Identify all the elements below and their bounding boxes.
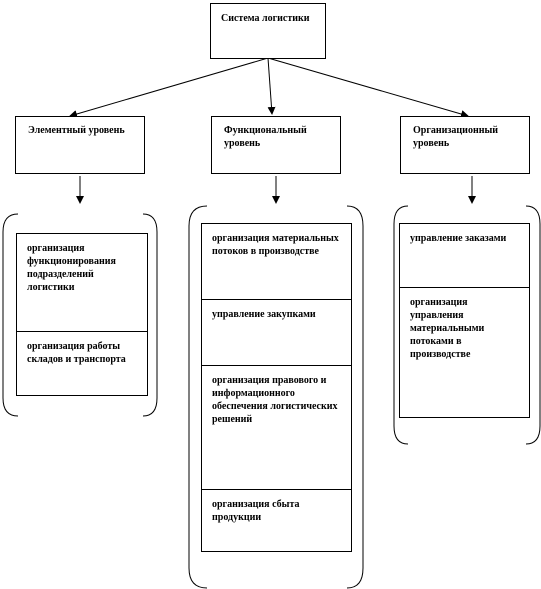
level-3-item-text: организация управления материальными пот…: [410, 297, 485, 360]
level-3-title-box: Организационный уровень: [400, 116, 530, 174]
arrow-root-to-level-1: [69, 57, 269, 118]
group-3-left-bracket: [393, 205, 409, 445]
group-2-left-bracket: [188, 205, 208, 589]
root-node: Система логистики: [210, 3, 326, 59]
level-1-title: Элементный уровень: [28, 125, 125, 136]
level-1-item-text: организация работы складов и транспорта: [27, 341, 126, 365]
level-3-item-text: управление заказами: [410, 233, 507, 244]
level-2-title: Функциональный уровень: [224, 125, 307, 149]
group-1-right-bracket: [142, 213, 158, 417]
level-1-item: организация функционирования подразделен…: [17, 234, 147, 331]
level-3-item: организация управления материальными пот…: [400, 287, 529, 419]
level-2-item: организация материальных потоков в произ…: [202, 224, 351, 299]
level-3-items: управление заказами организация управлен…: [399, 223, 530, 418]
group-1-left-bracket: [2, 213, 19, 417]
level-2-item: организация правового и информационного …: [202, 365, 351, 489]
level-1-items: организация функционирования подразделен…: [16, 233, 148, 396]
group-2-right-bracket: [346, 205, 364, 589]
level-1-title-box: Элементный уровень: [15, 116, 145, 174]
level-1-item-text: организация функционирования подразделен…: [27, 243, 116, 293]
level-2-items: организация материальных потоков в произ…: [201, 223, 352, 552]
level-2-item-text: организация сбыта продукции: [212, 499, 300, 523]
arrow-root-to-level-2: [267, 57, 276, 115]
level-1-item: организация работы складов и транспорта: [17, 331, 147, 397]
arrow-root-to-level-3: [267, 57, 469, 118]
level-3-title: Организационный уровень: [413, 125, 499, 149]
level-2-item-text: организация материальных потоков в произ…: [212, 233, 339, 257]
group-3-right-bracket: [525, 205, 541, 445]
level-2-item: организация сбыта продукции: [202, 489, 351, 553]
level-2-title-box: Функциональный уровень: [211, 116, 341, 174]
level-2-item: управление закупками: [202, 299, 351, 365]
level-3-item: управление заказами: [400, 224, 529, 287]
root-node-label: Система логистики: [221, 13, 310, 24]
level-2-item-text: управление закупками: [212, 309, 316, 320]
level-2-item-text: организация правового и информационного …: [212, 375, 338, 425]
